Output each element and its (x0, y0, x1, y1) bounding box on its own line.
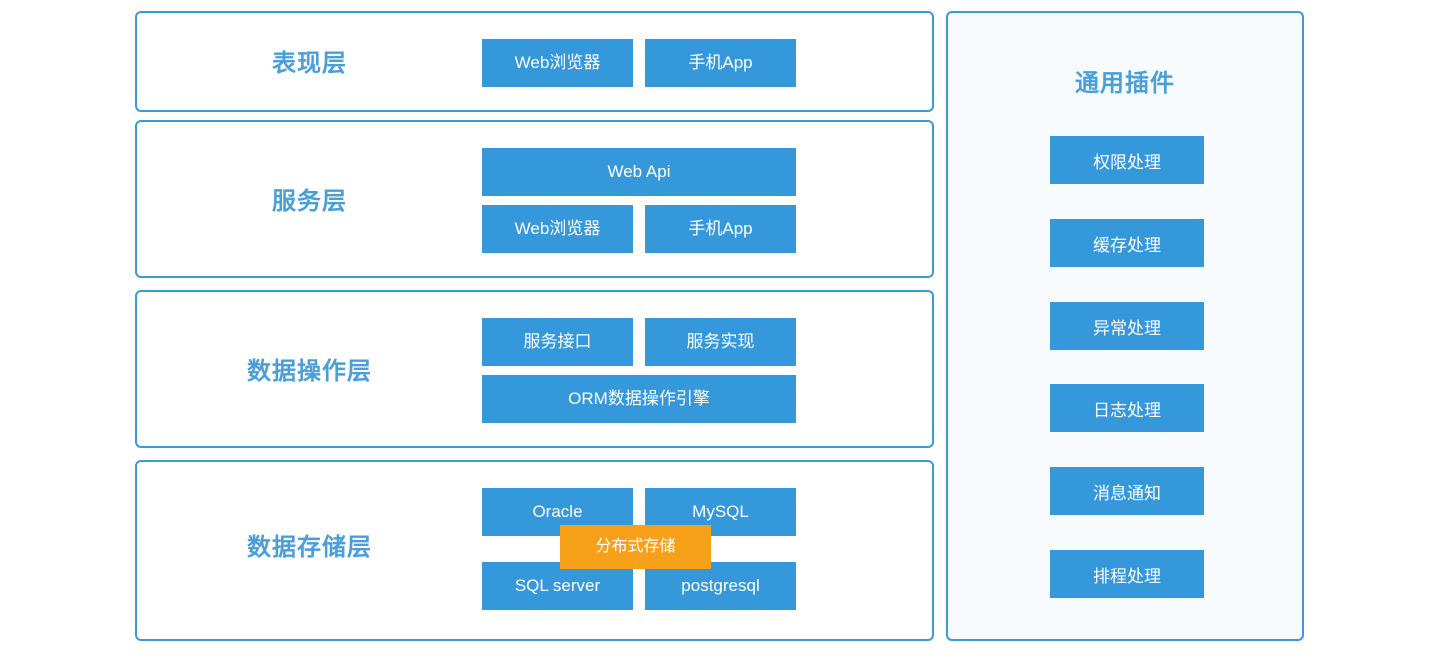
layer-panel-data-storage: 数据存储层 Oracle MySQL SQL server postgresql… (135, 460, 934, 641)
node-web-browser-presentation[interactable]: Web浏览器 (482, 39, 633, 87)
plugin-item-permission[interactable]: 权限处理 (1050, 136, 1204, 184)
node-web-browser-service[interactable]: Web浏览器 (482, 205, 633, 253)
layer-panel-data-operation: 数据操作层 服务接口 服务实现 ORM数据操作引擎 (135, 290, 934, 448)
node-orm-engine[interactable]: ORM数据操作引擎 (482, 375, 796, 423)
plugin-panel: 通用插件 权限处理 缓存处理 异常处理 日志处理 消息通知 排程处理 (946, 11, 1304, 641)
layer-label-service: 服务层 (272, 188, 347, 215)
node-service-interface[interactable]: 服务接口 (482, 318, 633, 366)
node-service-implementation[interactable]: 服务实现 (645, 318, 796, 366)
plugin-item-scheduling[interactable]: 排程处理 (1050, 550, 1204, 598)
plugin-panel-title: 通用插件 (1075, 70, 1175, 97)
plugin-item-log[interactable]: 日志处理 (1050, 384, 1204, 432)
node-web-api[interactable]: Web Api (482, 148, 796, 196)
node-postgresql[interactable]: postgresql (645, 562, 796, 610)
node-distributed-storage[interactable]: 分布式存储 (560, 525, 711, 569)
node-oracle[interactable]: Oracle (482, 488, 633, 536)
node-sql-server[interactable]: SQL server (482, 562, 633, 610)
layer-panel-service: 服务层 Web Api Web浏览器 手机App (135, 120, 934, 278)
plugin-item-message-notification[interactable]: 消息通知 (1050, 467, 1204, 515)
layer-label-data-storage: 数据存储层 (247, 534, 372, 561)
layer-label-presentation: 表现层 (272, 50, 347, 77)
layer-panel-presentation: 表现层 Web浏览器 手机App (135, 11, 934, 112)
node-mobile-app-presentation[interactable]: 手机App (645, 39, 796, 87)
plugin-item-exception[interactable]: 异常处理 (1050, 302, 1204, 350)
layer-label-data-operation: 数据操作层 (247, 358, 372, 385)
plugin-item-cache[interactable]: 缓存处理 (1050, 219, 1204, 267)
node-mobile-app-service[interactable]: 手机App (645, 205, 796, 253)
